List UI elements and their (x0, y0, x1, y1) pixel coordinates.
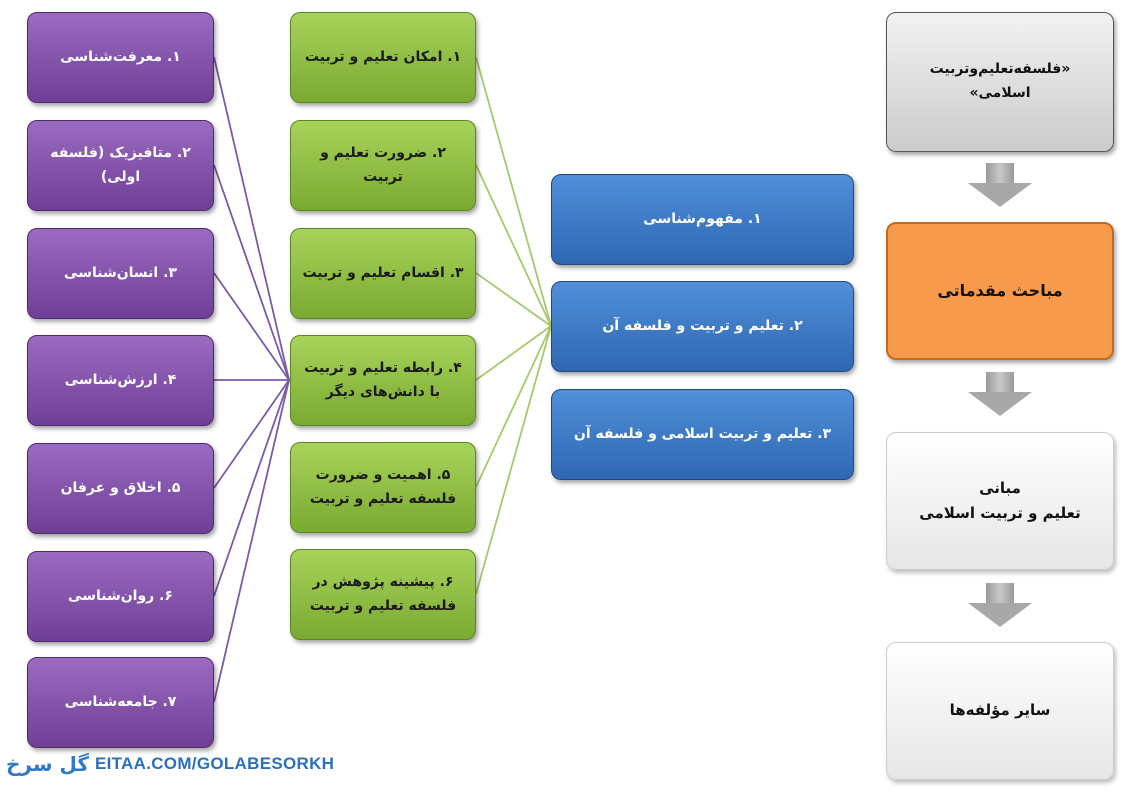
purple-connector (213, 379, 290, 597)
green-box-label: ۵. اهمیت و ضرورت فلسفه تعلیم و تربیت (309, 466, 457, 507)
flow-intro-text: مباحث مقدماتی (937, 281, 1063, 301)
green-connector (475, 56, 552, 327)
green-connector (475, 325, 552, 595)
blue-box-label: ۲. تعلیم و تربیت و فلسفه آن (602, 317, 803, 334)
watermark: گل سرخ EITAA.COM/GOLABESORKH (6, 752, 334, 776)
green-connector (475, 164, 552, 327)
green-box-research-history: ۶. پیشینه پژوهش در فلسفه تعلیم و تربیت (290, 549, 476, 640)
flow-components-text: سایر مؤلفه‌ها (949, 701, 1051, 720)
green-box-relation: ۴. رابطه تعلیم و تربیت با دانش‌های دیگر (290, 335, 476, 426)
green-box-types: ۳. اقسام تعلیم و تربیت (290, 228, 476, 319)
green-box-necessity: ۲. ضرورت تعلیم و تربیت (290, 120, 476, 211)
blue-box-terminology: ۱. مفهوم‌شناسی (551, 174, 854, 265)
purple-connector (213, 56, 290, 381)
purple-connector (213, 272, 290, 381)
purple-box-ethics-mysticism: ۵. اخلاق و عرفان (27, 443, 214, 534)
purple-box-label: ۵. اخلاق و عرفان (60, 479, 181, 496)
green-box-label: ۱. امکان تعلیم و تربیت (304, 48, 462, 65)
watermark-url: EITAA.COM/GOLABESORKH (94, 754, 335, 773)
green-box-label: ۳. اقسام تعلیم و تربیت (302, 264, 464, 281)
green-connector (475, 325, 552, 381)
green-box-label: ۲. ضرورت تعلیم و تربیت (320, 144, 446, 185)
green-connector (475, 325, 552, 488)
flow-title-box: «فلسفه‌تعلیم‌وتربیت اسلامی» (886, 12, 1114, 152)
purple-box-sociology: ۷. جامعه‌شناسی (27, 657, 214, 748)
purple-box-psychology: ۶. روان‌شناسی (27, 551, 214, 642)
purple-box-label: ۴. ارزش‌شناسی (64, 371, 177, 388)
green-connector (475, 272, 552, 327)
purple-connector (213, 379, 290, 703)
flow-foundations-box: مبانی تعلیم و تربیت اسلامی (886, 432, 1114, 570)
purple-box-label: ۳. انسان‌شناسی (64, 264, 177, 281)
purple-box-axiology: ۴. ارزش‌شناسی (27, 335, 214, 426)
green-box-label: ۴. رابطه تعلیم و تربیت با دانش‌های دیگر (304, 359, 462, 400)
blue-box-education-philosophy: ۲. تعلیم و تربیت و فلسفه آن (551, 281, 854, 372)
purple-box-label: ۷. جامعه‌شناسی (64, 693, 177, 710)
purple-box-anthropology: ۳. انسان‌شناسی (27, 228, 214, 319)
flow-components-box: سایر مؤلفه‌ها (886, 642, 1114, 780)
blue-box-islamic-education: ۳. تعلیم و تربیت اسلامی و فلسفه آن (551, 389, 854, 480)
purple-connector (213, 379, 290, 489)
flow-foundations-text: مبانی تعلیم و تربیت اسلامی (919, 478, 1081, 523)
green-box-label: ۶. پیشینه پژوهش در فلسفه تعلیم و تربیت (309, 573, 457, 614)
blue-box-label: ۱. مفهوم‌شناسی (643, 210, 762, 227)
green-box-possibility: ۱. امکان تعلیم و تربیت (290, 12, 476, 103)
blue-box-label: ۳. تعلیم و تربیت اسلامی و فلسفه آن (573, 425, 832, 442)
purple-box-epistemology: ۱. معرفت‌شناسی (27, 12, 214, 103)
purple-box-label: ۱. معرفت‌شناسی (60, 48, 181, 65)
watermark-logo: گل سرخ (6, 752, 89, 776)
purple-box-metaphysics: ۲. متافیزیک (فلسفه اولی) (27, 120, 214, 211)
purple-box-label: ۶. روان‌شناسی (68, 587, 173, 604)
flow-intro-box: مباحث مقدماتی (886, 222, 1114, 360)
flow-title-text: «فلسفه‌تعلیم‌وتربیت اسلامی» (929, 61, 1071, 101)
purple-connector (213, 164, 290, 381)
purple-box-label: ۲. متافیزیک (فلسفه اولی) (50, 144, 191, 185)
green-box-importance: ۵. اهمیت و ضرورت فلسفه تعلیم و تربیت (290, 442, 476, 533)
